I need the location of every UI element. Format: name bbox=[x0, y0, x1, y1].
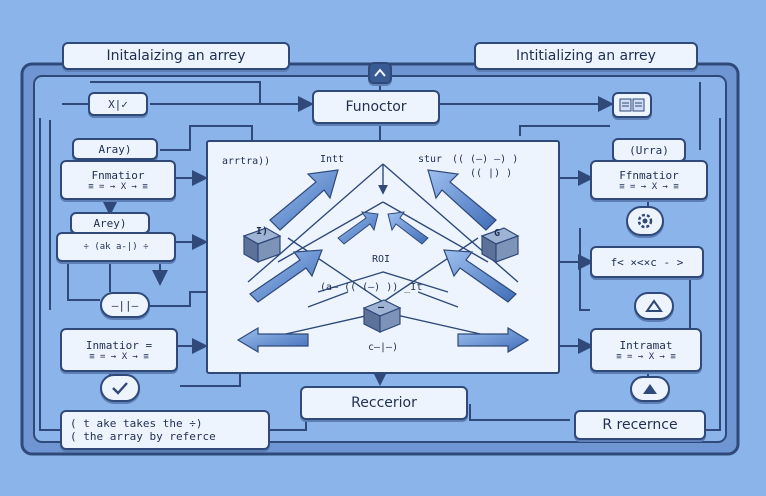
book-icon[interactable] bbox=[612, 92, 652, 118]
inmation-node-left[interactable]: Inmatior =≡ = → X → ≡ bbox=[60, 328, 178, 372]
center-label-pair: (a– (( (–) )) _It bbox=[320, 282, 423, 293]
intramat-node-right[interactable]: Intramat≡ = → X → ≡ bbox=[590, 328, 702, 372]
cube-center bbox=[362, 299, 402, 333]
center-label-arrtra: arrtra)) bbox=[222, 156, 271, 167]
takes-array-node[interactable]: ( t ake takes the ÷)( the array by refer… bbox=[60, 410, 270, 450]
wire-left-1 bbox=[39, 118, 62, 431]
arrow-bottom-left bbox=[236, 326, 309, 354]
wire-right-10 bbox=[469, 404, 570, 421]
arey-sub-node-left[interactable]: ÷ (ak a-|) ÷ bbox=[56, 232, 176, 262]
formula-node-right[interactable]: f< ×<×c - > bbox=[590, 246, 704, 278]
functor-node[interactable]: Funoctor bbox=[312, 90, 440, 124]
ffnmation-node-right[interactable]: Ffnmatior≡ = → X → ≡ bbox=[590, 160, 708, 200]
center-label-roi: ROI bbox=[372, 254, 391, 265]
urra-node-right[interactable]: (Urra) bbox=[612, 138, 686, 162]
arrow-mid-left bbox=[249, 249, 323, 303]
center-label-expr2: (( |) ) bbox=[470, 168, 513, 179]
net-line-6 bbox=[317, 271, 449, 293]
fnmation-node-left[interactable]: Fnmatior≡ = → X → ≡ bbox=[60, 160, 176, 200]
arrow-inner-right bbox=[387, 211, 429, 245]
chevron-up-icon[interactable] bbox=[368, 62, 392, 84]
center-label-bottom: c–|–) bbox=[368, 342, 399, 353]
arrow-bottom-right bbox=[457, 326, 530, 354]
wire-left-7 bbox=[67, 262, 100, 301]
net-line-1 bbox=[247, 163, 384, 283]
cube-left-label: I) bbox=[256, 226, 269, 237]
wire-left-4 bbox=[160, 125, 253, 160]
wire-right-7 bbox=[579, 228, 590, 311]
xv-node[interactable]: X|✓ bbox=[88, 92, 148, 116]
net-line-10 bbox=[417, 291, 459, 308]
wire-top-5 bbox=[519, 125, 610, 136]
title-left: Initalaizing an arrey bbox=[62, 42, 290, 70]
cube-center-label: – bbox=[378, 302, 385, 313]
title-right: Intitializing an arrey bbox=[474, 42, 698, 70]
check-icon[interactable] bbox=[100, 374, 140, 402]
center-panel: arrtra)) Intt stur (( (–) –) ) (( |) ) R… bbox=[206, 140, 560, 374]
arey-node-left[interactable]: Arey) bbox=[70, 212, 150, 234]
arrow-inner-left bbox=[337, 211, 379, 245]
net-line-9 bbox=[307, 291, 349, 308]
cube-right bbox=[480, 227, 520, 264]
center-network bbox=[236, 163, 530, 354]
cube-left bbox=[242, 227, 282, 264]
center-label-int: Intt bbox=[320, 154, 345, 165]
triangle-filled-icon[interactable] bbox=[630, 376, 670, 402]
arrow-mid-right bbox=[443, 249, 517, 303]
arrow-top-left bbox=[269, 169, 339, 231]
center-label-stur: stur bbox=[418, 154, 443, 165]
gear-icon[interactable] bbox=[626, 206, 664, 236]
cube-right-label: G bbox=[494, 228, 501, 239]
arrow-top-right bbox=[427, 169, 497, 231]
triangle-outline-icon[interactable] bbox=[634, 292, 674, 320]
recursion-node[interactable]: Reccerior bbox=[300, 386, 468, 420]
r-reference-node[interactable]: R recernce bbox=[574, 410, 706, 440]
connector-node-left[interactable]: —||— bbox=[100, 292, 150, 318]
array-node-left[interactable]: Aray) bbox=[72, 138, 158, 160]
wire-right-1 bbox=[706, 118, 721, 431]
center-label-expr1: (( (–) –) ) bbox=[452, 154, 519, 165]
